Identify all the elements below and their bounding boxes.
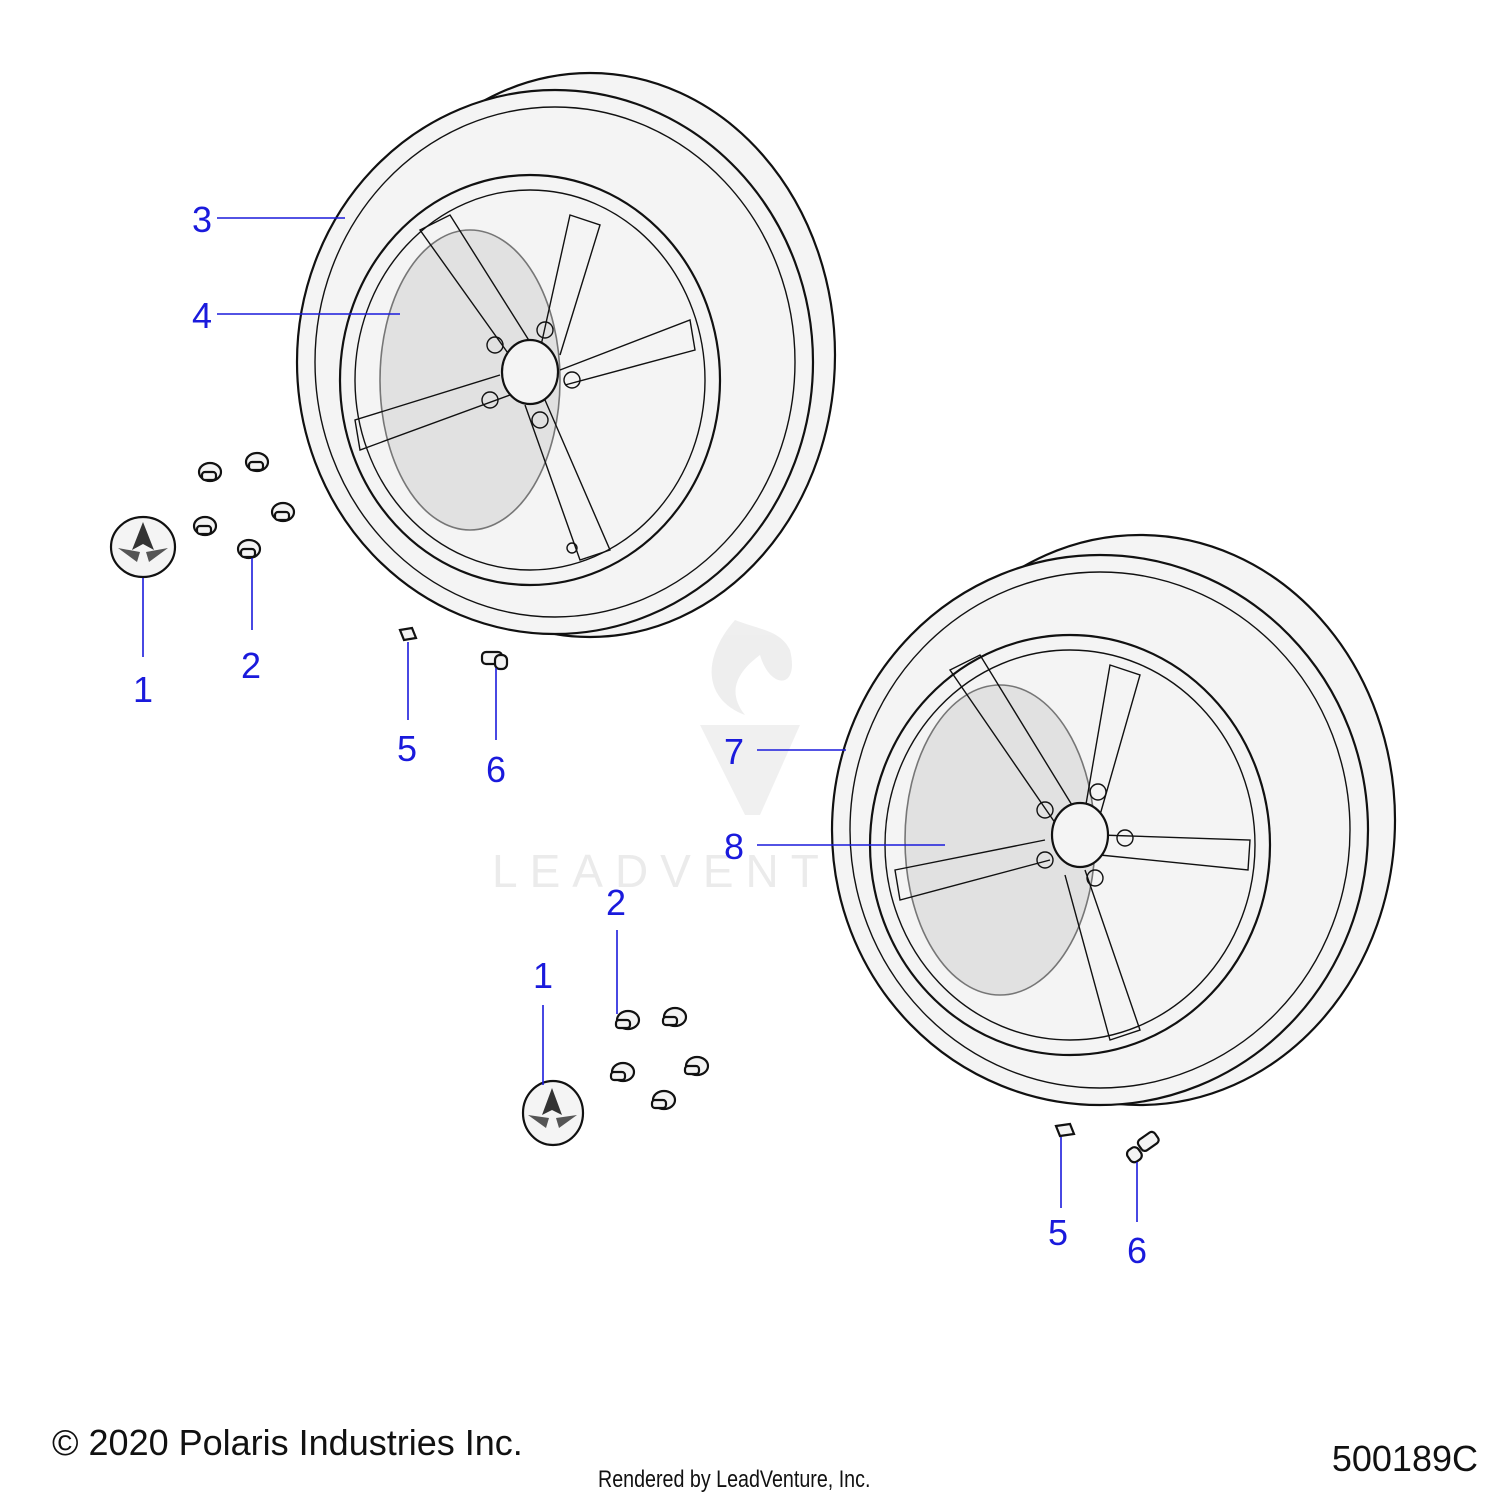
callout-1-upper: 1 [133, 669, 153, 710]
upper-lug-nuts [192, 451, 296, 560]
callout-2-lower: 2 [606, 882, 626, 923]
lower-hub [1050, 801, 1110, 869]
callout-6-lower: 6 [1127, 1230, 1147, 1271]
upper-wheel-assembly [295, 71, 837, 639]
callout-7: 7 [724, 731, 744, 772]
upper-center-cap [109, 515, 177, 579]
upper-wheel-spokes [354, 214, 696, 561]
callout-8: 8 [724, 826, 744, 867]
callout-5-lower: 5 [1048, 1212, 1068, 1253]
rendered-by-credit: Rendered by LeadVenture, Inc. [598, 1466, 871, 1493]
lower-valve-stem [1125, 1130, 1160, 1164]
callout-numbers: 1 2 3 4 5 6 7 8 2 1 5 6 [133, 199, 1147, 1271]
callout-6-upper: 6 [486, 749, 506, 790]
diagram-id: 500189C [1331, 1438, 1478, 1479]
copyright-notice: © 2020 Polaris Industries Inc. [52, 1422, 523, 1463]
callout-4: 4 [192, 295, 212, 336]
callout-5-upper: 5 [397, 728, 417, 769]
callout-3: 3 [192, 199, 212, 240]
upper-hub [500, 338, 560, 406]
callout-2-upper: 2 [241, 645, 261, 686]
lower-lug-nuts [609, 1006, 710, 1111]
lower-center-cap [521, 1079, 585, 1147]
lower-valve-cap [1054, 1122, 1076, 1138]
lower-wheel-assembly [830, 533, 1397, 1107]
upper-valve-stem [480, 650, 509, 671]
upper-valve-cap [398, 626, 418, 642]
callout-1-lower: 1 [533, 955, 553, 996]
lower-wheel-spokes [894, 654, 1251, 1041]
leader-lines [142, 217, 1138, 1222]
